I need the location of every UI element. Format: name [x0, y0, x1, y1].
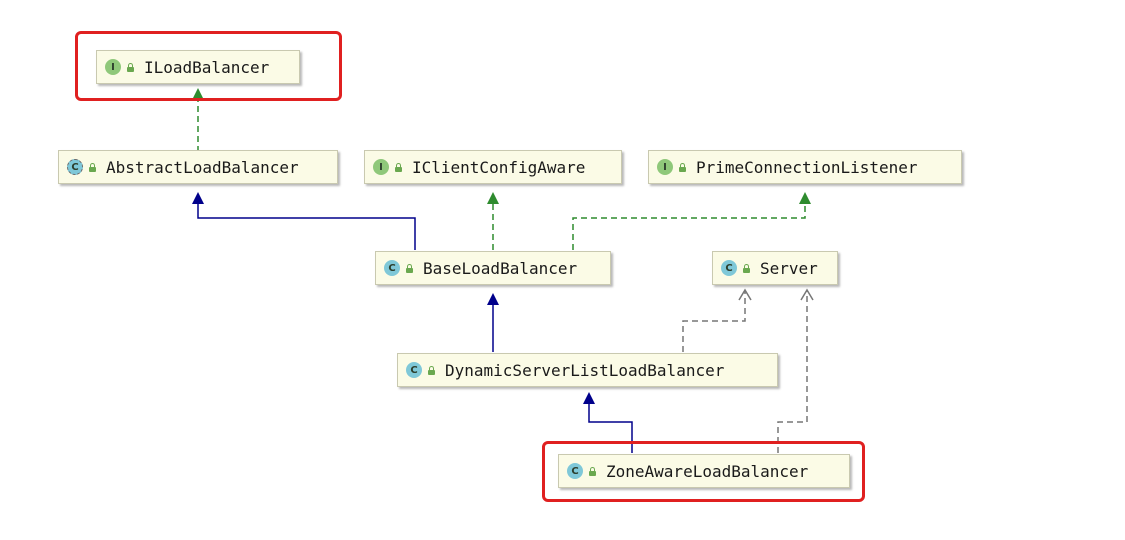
edge-base-extends-abstract	[197, 204, 416, 250]
public-lock-icon	[427, 365, 436, 375]
class-icon: C	[406, 362, 422, 378]
node-label: ZoneAwareLoadBalancer	[606, 461, 809, 481]
arrowhead-dependency	[738, 288, 752, 301]
node-label: DynamicServerListLoadBalancer	[445, 360, 725, 380]
public-lock-icon	[405, 263, 414, 273]
interface-icon: I	[373, 159, 389, 175]
arrowhead-extends	[487, 293, 499, 305]
node-baseloadbalancer[interactable]: C BaseLoadBalancer	[375, 251, 611, 285]
node-dynamicserverlistloadbalancer[interactable]: C DynamicServerListLoadBalancer	[397, 353, 778, 387]
node-label: ILoadBalancer	[144, 57, 270, 77]
edge-zoneaware-extends-dynamic	[588, 404, 633, 453]
arrowhead-extends	[583, 392, 595, 404]
node-zoneawareloadbalancer[interactable]: C ZoneAwareLoadBalancer	[558, 454, 850, 488]
node-server[interactable]: C Server	[712, 251, 838, 285]
interface-icon: I	[657, 159, 673, 175]
node-iloadbalancer[interactable]: I ILoadBalancer	[96, 50, 300, 84]
highlight-box-iloadbalancer	[75, 31, 342, 101]
public-lock-icon	[88, 162, 97, 172]
public-lock-icon	[588, 466, 597, 476]
class-icon: C	[384, 260, 400, 276]
public-lock-icon	[678, 162, 687, 172]
public-lock-icon	[742, 263, 751, 273]
abstract-class-icon: C	[67, 159, 83, 175]
node-label: BaseLoadBalancer	[423, 258, 578, 278]
arrowhead-implements	[192, 88, 204, 100]
arrowhead-implements	[799, 192, 811, 204]
node-iclientconfigaware[interactable]: I IClientConfigAware	[364, 150, 622, 184]
edge-zoneaware-depends-server	[777, 291, 808, 453]
node-label: IClientConfigAware	[412, 157, 586, 177]
class-icon: C	[567, 463, 583, 479]
edge-base-implements-primeconnectionlistener	[572, 204, 806, 250]
node-abstractloadbalancer[interactable]: C AbstractLoadBalancer	[58, 150, 338, 184]
node-label: PrimeConnectionListener	[696, 157, 918, 177]
edge-dynamic-depends-server	[682, 291, 746, 352]
node-primeconnectionlistener[interactable]: I PrimeConnectionListener	[648, 150, 962, 184]
arrowhead-dependency	[800, 288, 814, 301]
highlight-box-zoneawareloadbalancer	[542, 441, 865, 502]
interface-icon: I	[105, 59, 121, 75]
arrowhead-extends	[192, 192, 204, 204]
node-label: AbstractLoadBalancer	[106, 157, 299, 177]
public-lock-icon	[394, 162, 403, 172]
node-label: Server	[760, 258, 818, 278]
public-lock-icon	[126, 62, 135, 72]
class-icon: C	[721, 260, 737, 276]
arrowhead-implements	[487, 192, 499, 204]
